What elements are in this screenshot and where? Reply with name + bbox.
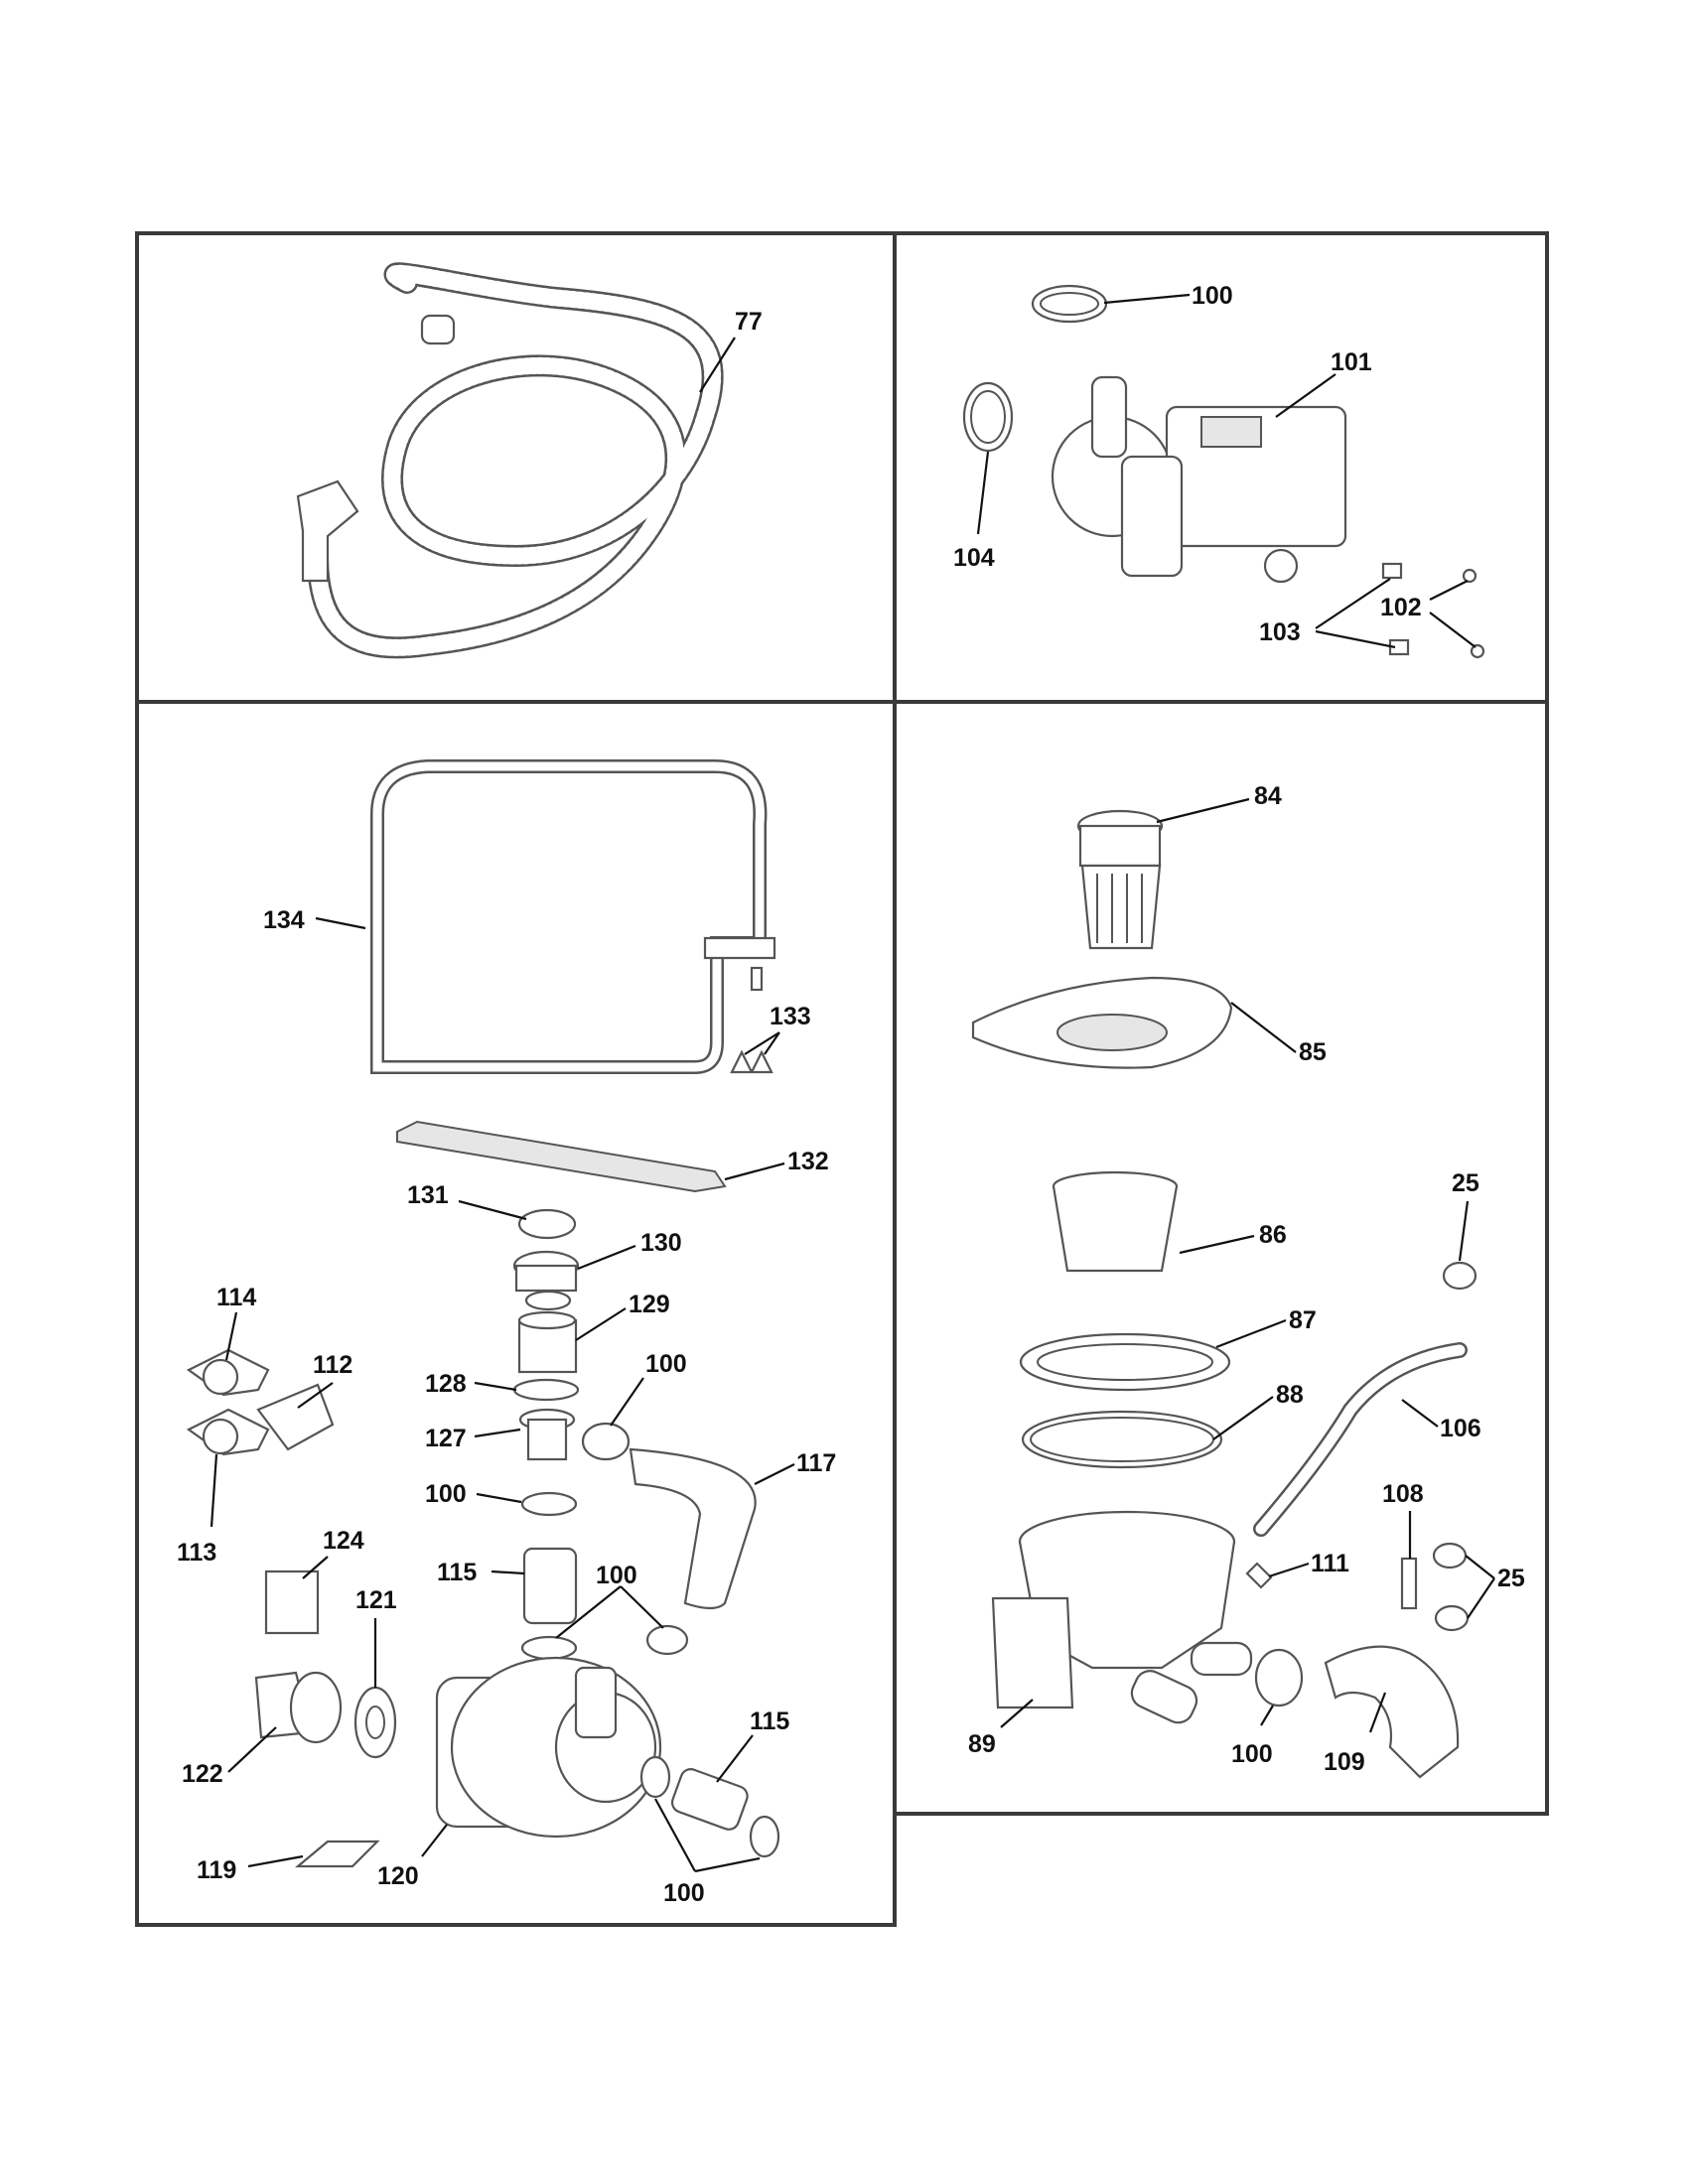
leader-102	[1429, 580, 1477, 648]
callout-86: 86	[1259, 1221, 1287, 1249]
callout-111: 111	[1311, 1550, 1349, 1577]
callout-121: 121	[355, 1586, 397, 1614]
callout-114: 114	[216, 1284, 256, 1311]
leader-120	[421, 1824, 448, 1857]
callout-87: 87	[1289, 1306, 1317, 1334]
leader-100-c	[476, 1492, 522, 1504]
callout-100-e: 100	[663, 1879, 705, 1907]
leader-100-f	[1260, 1705, 1274, 1726]
leader-101	[1275, 373, 1336, 418]
callout-122: 122	[182, 1760, 223, 1788]
leader-25-a	[1458, 1200, 1470, 1262]
callout-119: 119	[197, 1856, 236, 1884]
leader-115-b	[716, 1734, 754, 1783]
callout-117: 117	[796, 1449, 836, 1477]
leader-131	[458, 1199, 527, 1221]
callout-100-b: 100	[645, 1350, 687, 1378]
callout-113: 113	[177, 1539, 216, 1567]
leader-114	[224, 1311, 238, 1361]
leader-103	[1315, 578, 1396, 649]
callout-108: 108	[1382, 1480, 1424, 1508]
leader-132	[724, 1161, 785, 1181]
callout-89: 89	[968, 1730, 996, 1758]
callout-106: 106	[1440, 1415, 1481, 1442]
leader-87	[1215, 1318, 1287, 1349]
leader-124	[302, 1556, 329, 1579]
wash-system-parts	[186, 759, 780, 1868]
leader-129	[575, 1307, 627, 1341]
callout-131: 131	[407, 1181, 449, 1209]
leader-100-d	[555, 1585, 664, 1639]
leader-111	[1268, 1562, 1310, 1578]
leader-119	[247, 1854, 304, 1868]
leader-85	[1230, 1002, 1297, 1053]
leader-115-a	[491, 1570, 525, 1575]
callout-128: 128	[425, 1370, 467, 1398]
leader-25-b	[1465, 1555, 1495, 1619]
callout-25-b: 25	[1497, 1565, 1525, 1592]
leader-100-a	[1103, 293, 1191, 305]
callout-85: 85	[1299, 1038, 1327, 1066]
leader-86	[1179, 1234, 1255, 1255]
drain-hose-part	[296, 262, 724, 659]
callout-103: 103	[1259, 618, 1301, 646]
callout-129: 129	[629, 1291, 670, 1318]
callout-101: 101	[1331, 348, 1372, 376]
drain-pump-parts	[962, 284, 1485, 659]
callout-102: 102	[1380, 594, 1422, 621]
leader-112	[297, 1382, 334, 1409]
callout-77: 77	[735, 308, 763, 336]
callout-100-a: 100	[1192, 282, 1233, 310]
callout-127: 127	[425, 1425, 467, 1452]
leader-134	[315, 916, 366, 930]
callout-115-a: 115	[437, 1559, 477, 1586]
callout-112: 112	[313, 1351, 352, 1379]
callout-115-b: 115	[750, 1707, 789, 1735]
callout-120: 120	[377, 1862, 419, 1890]
leader-89	[1000, 1699, 1034, 1728]
leader-88	[1212, 1396, 1274, 1440]
panel-sump-filter	[893, 700, 1549, 1816]
callout-100-d: 100	[596, 1562, 637, 1589]
leader-128	[474, 1381, 517, 1392]
callout-100-c: 100	[425, 1480, 467, 1508]
leader-100-b	[610, 1377, 644, 1427]
callout-84: 84	[1254, 782, 1282, 810]
leader-113	[210, 1453, 218, 1528]
callout-109: 109	[1324, 1748, 1365, 1776]
leader-106	[1401, 1399, 1439, 1428]
callout-25-a: 25	[1452, 1169, 1479, 1197]
callout-132: 132	[787, 1148, 829, 1175]
callout-100-f: 100	[1231, 1740, 1273, 1768]
leader-109	[1368, 1692, 1387, 1733]
callout-104: 104	[953, 544, 995, 572]
leader-84	[1156, 797, 1250, 824]
sump-filter-parts	[971, 809, 1477, 1779]
leader-127	[474, 1428, 521, 1438]
callout-134: 134	[263, 906, 305, 934]
leader-122	[227, 1726, 277, 1773]
callout-130: 130	[640, 1229, 682, 1257]
callout-133: 133	[770, 1003, 811, 1030]
leader-104	[976, 451, 990, 535]
leader-133	[744, 1031, 780, 1055]
callout-124: 124	[323, 1527, 364, 1555]
leader-130	[577, 1244, 636, 1271]
panel-frames	[135, 231, 1549, 1927]
leader-77	[699, 337, 736, 393]
leader-100-e	[654, 1798, 761, 1873]
leader-117	[754, 1463, 795, 1485]
callout-88: 88	[1276, 1381, 1304, 1409]
